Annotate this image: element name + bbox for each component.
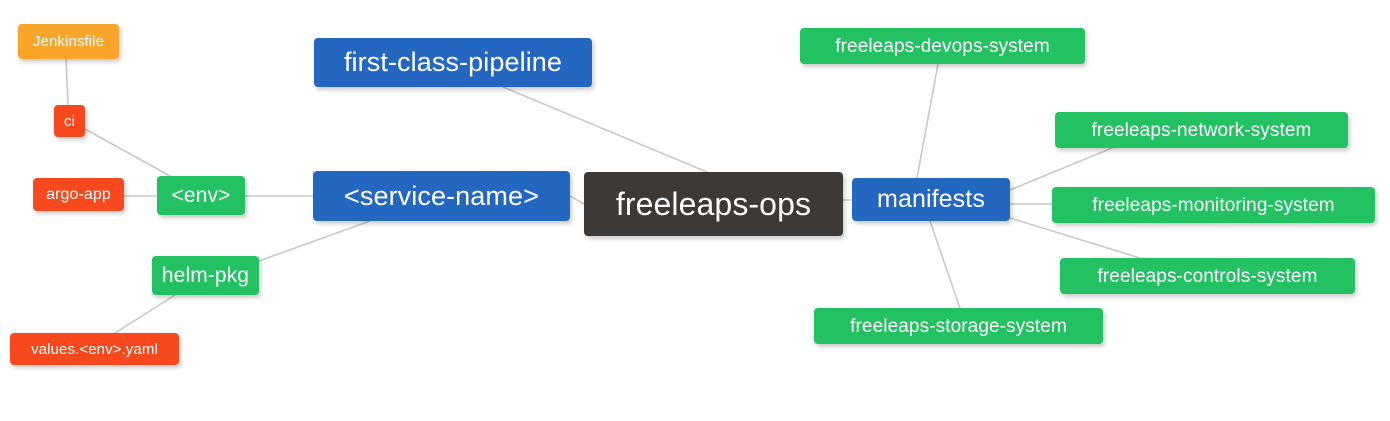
node-label-first-class-pipeline: first-class-pipeline (343, 47, 563, 77)
node-freeleaps-controls-system[interactable]: freeleaps-controls-system (1060, 258, 1355, 294)
node-label-argo-app: argo-app (46, 185, 111, 203)
node-label-freeleaps-storage-system: freeleaps-storage-system (850, 315, 1067, 337)
node-freeleaps-storage-system[interactable]: freeleaps-storage-system (814, 308, 1103, 344)
node-first-class-pipeline[interactable]: first-class-pipeline (314, 38, 592, 87)
node-manifests[interactable]: manifests (852, 178, 1010, 221)
edge-manifests-storage (929, 220, 961, 309)
node-ci[interactable]: ci (54, 105, 85, 137)
node-jenkinsfile[interactable]: Jenkinsfile (18, 24, 119, 59)
node-label-ci: ci (63, 112, 76, 130)
node-label-freeleaps-ops: freeleaps-ops (615, 186, 812, 222)
node-label-freeleaps-controls-system: freeleaps-controls-system (1097, 265, 1318, 287)
node-label-jenkinsfile: Jenkinsfile (32, 33, 105, 50)
node-values-yaml[interactable]: values.<env>.yaml (10, 333, 179, 365)
node-label-freeleaps-devops-system: freeleaps-devops-system (835, 35, 1050, 57)
edge-manifests-devops (916, 63, 939, 179)
node-label-helm-pkg: helm-pkg (161, 264, 250, 287)
node-freeleaps-ops[interactable]: freeleaps-ops (584, 172, 843, 236)
edge-ci-jenkinsfile (65, 58, 69, 106)
node-helm-pkg[interactable]: helm-pkg (152, 256, 259, 295)
node-freeleaps-monitoring-system[interactable]: freeleaps-monitoring-system (1052, 187, 1375, 223)
edge-helm-values (114, 294, 176, 334)
edge-ops-service (569, 195, 585, 205)
node-label-manifests: manifests (877, 185, 985, 213)
node-argo-app[interactable]: argo-app (33, 178, 124, 211)
node-label-env: <env> (171, 184, 231, 207)
edge-env-ci (84, 128, 171, 177)
node-freeleaps-devops-system[interactable]: freeleaps-devops-system (800, 28, 1085, 64)
node-label-freeleaps-network-system: freeleaps-network-system (1091, 119, 1312, 141)
edge-ops-pipeline (502, 86, 708, 173)
node-label-service-name: <service-name> (344, 180, 539, 211)
edge-manifests-network (1009, 147, 1113, 191)
node-freeleaps-network-system[interactable]: freeleaps-network-system (1055, 112, 1348, 148)
node-label-values-yaml: values.<env>.yaml (31, 340, 158, 358)
edge-service-helm (258, 220, 371, 262)
node-env[interactable]: <env> (157, 176, 245, 215)
edge-manifests-controls (1009, 217, 1141, 259)
node-label-freeleaps-monitoring-system: freeleaps-monitoring-system (1092, 194, 1335, 216)
node-service-name[interactable]: <service-name> (313, 171, 570, 221)
